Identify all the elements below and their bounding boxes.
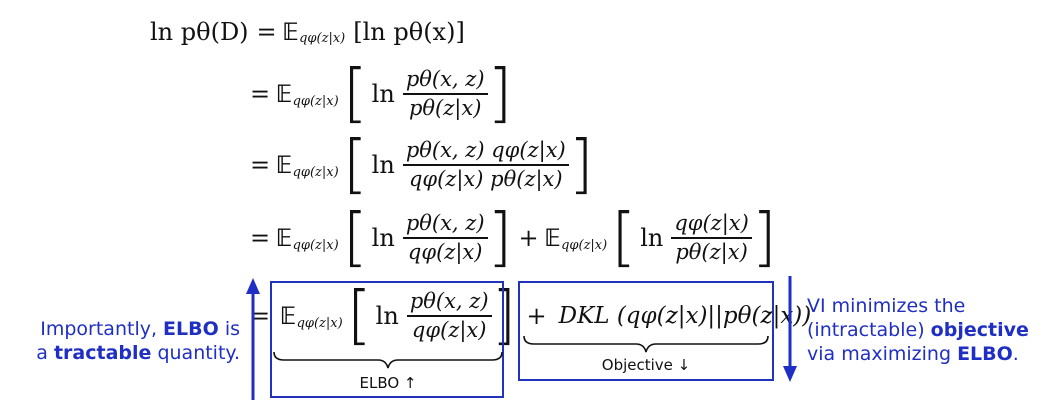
right-note-text: via maximizing bbox=[807, 343, 958, 365]
left-note-text: a bbox=[36, 342, 54, 364]
equals-sign: = bbox=[250, 302, 271, 330]
equation-line-4: = 𝔼 qφ(z|x) [ ln pθ(x, z) qφ(z|x) ] + 𝔼 … bbox=[250, 206, 777, 270]
left-note-text: is bbox=[218, 318, 240, 340]
objective-box bbox=[518, 281, 774, 381]
fraction: pθ(x, z) qφ(z|x) bbox=[406, 289, 492, 342]
fraction-bar bbox=[406, 315, 492, 317]
equation-line-5: = 𝔼 qφ(z|x) [ ln pθ(x, z) qφ(z|x) ] + DK… bbox=[250, 284, 811, 348]
elbo-underbrace bbox=[273, 351, 503, 369]
expectation-subscript: qφ(z|x) bbox=[292, 237, 339, 253]
expectation-symbol: 𝔼 bbox=[276, 151, 293, 179]
plus-sign: + bbox=[526, 302, 547, 330]
fraction-denominator: qφ(z|x) pθ(z|x) bbox=[408, 166, 563, 191]
right-bracket: ] bbox=[487, 201, 513, 275]
log-operator: ln bbox=[371, 224, 395, 252]
fraction: pθ(x, z) qφ(z|x) bbox=[402, 211, 488, 264]
right-note-line-3: via maximizing ELBO. bbox=[807, 342, 1039, 366]
fraction-bar bbox=[671, 237, 752, 239]
fraction-denominator: pθ(z|x) bbox=[675, 239, 748, 264]
right-bracket: ] bbox=[568, 128, 594, 202]
elbo-label: ELBO ↑ bbox=[359, 374, 417, 392]
fraction: qφ(z|x) pθ(z|x) bbox=[671, 213, 752, 262]
left-bracket: [ bbox=[342, 201, 368, 275]
equals-sign: = bbox=[250, 151, 271, 179]
log-operator: ln bbox=[375, 302, 399, 330]
plus-sign: + bbox=[518, 224, 539, 252]
fraction-bar bbox=[402, 93, 488, 95]
left-note-line-2: a tractable quantity. bbox=[28, 341, 240, 365]
expectation-subscript: qφ(z|x) bbox=[561, 237, 608, 253]
equals-sign: = bbox=[250, 224, 271, 252]
right-note-elbo: ELBO bbox=[957, 343, 1013, 365]
expectation-subscript: qφ(z|x) bbox=[292, 93, 339, 109]
expectation-subscript: qφ(z|x) bbox=[296, 315, 343, 331]
fraction-denominator: pθ(z|x) bbox=[408, 95, 482, 120]
fraction: pθ(x, z) qφ(z|x) qφ(z|x) pθ(z|x) bbox=[402, 138, 569, 191]
expectation-symbol: 𝔼 bbox=[280, 302, 297, 330]
equation-line-1: ln pθ(D) = 𝔼 qφ(z|x) [ln pθ(x)] bbox=[150, 17, 465, 46]
equation-line-2: = 𝔼 qφ(z|x) [ ln pθ(x, z) pθ(z|x) ] bbox=[250, 62, 513, 126]
fraction-numerator: pθ(x, z) bbox=[409, 289, 489, 314]
fraction-numerator: qφ(z|x) bbox=[674, 211, 749, 236]
lhs-log-likelihood: ln pθ(D) bbox=[150, 17, 249, 46]
kl-divergence: DKL (qφ(z|x)||pθ(z|x)) bbox=[558, 302, 812, 329]
fraction-numerator: pθ(x, z) qφ(z|x) bbox=[405, 138, 566, 163]
fraction-numerator: pθ(x, z) bbox=[405, 67, 485, 92]
elbo-box bbox=[270, 281, 504, 398]
left-bracket: [ bbox=[342, 57, 368, 131]
right-note-objective: objective bbox=[930, 319, 1029, 341]
left-note-text: Importantly, bbox=[40, 318, 164, 340]
right-note-line-2: (intractable) objective bbox=[807, 318, 1039, 342]
right-bracket: ] bbox=[491, 279, 517, 353]
expectation-symbol: 𝔼 bbox=[282, 17, 300, 46]
fraction-denominator: qφ(z|x) bbox=[411, 317, 487, 342]
left-note-text: quantity. bbox=[151, 342, 240, 364]
left-bracket: [ bbox=[611, 201, 637, 275]
fraction: pθ(x, z) pθ(z|x) bbox=[402, 67, 488, 120]
expectation-symbol: 𝔼 bbox=[276, 224, 293, 252]
equation-line-3: = 𝔼 qφ(z|x) [ ln pθ(x, z) qφ(z|x) qφ(z|x… bbox=[250, 133, 594, 197]
right-note: VI minimizes the (intractable) objective… bbox=[807, 294, 1039, 366]
log-operator: ln bbox=[640, 224, 664, 252]
fraction-bar bbox=[402, 237, 488, 239]
fraction-numerator: pθ(x, z) bbox=[405, 211, 485, 236]
equals-sign: = bbox=[256, 17, 277, 46]
expectation-symbol: 𝔼 bbox=[276, 80, 293, 108]
fraction-denominator: qφ(z|x) bbox=[407, 239, 483, 264]
equals-sign: = bbox=[250, 80, 271, 108]
right-bracket: ] bbox=[751, 201, 777, 275]
left-bracket: [ bbox=[342, 128, 368, 202]
left-note-tractable: tractable bbox=[53, 342, 152, 364]
log-operator: ln bbox=[371, 151, 395, 179]
right-note-text: . bbox=[1012, 343, 1019, 365]
up-arrow bbox=[246, 278, 260, 400]
right-note-line-1: VI minimizes the bbox=[807, 295, 966, 317]
down-arrow bbox=[783, 276, 797, 382]
right-note-text: (intractable) bbox=[807, 319, 931, 341]
expectation-symbol: 𝔼 bbox=[544, 224, 562, 252]
left-note-elbo: ELBO bbox=[163, 318, 219, 340]
right-bracket: ] bbox=[487, 57, 513, 131]
objective-underbrace bbox=[523, 335, 769, 353]
left-note-line-1: Importantly, ELBO is bbox=[28, 317, 240, 341]
left-bracket: [ bbox=[346, 279, 372, 353]
expectation-subscript: qφ(z|x) bbox=[292, 164, 339, 180]
left-note: Importantly, ELBO is a tractable quantit… bbox=[28, 317, 240, 365]
line1-body: [ln pθ(x)] bbox=[353, 17, 465, 46]
expectation-subscript: qφ(z|x) bbox=[299, 31, 346, 46]
log-operator: ln bbox=[371, 80, 395, 108]
fraction-bar bbox=[402, 164, 569, 166]
objective-label: Objective ↓ bbox=[601, 356, 691, 374]
